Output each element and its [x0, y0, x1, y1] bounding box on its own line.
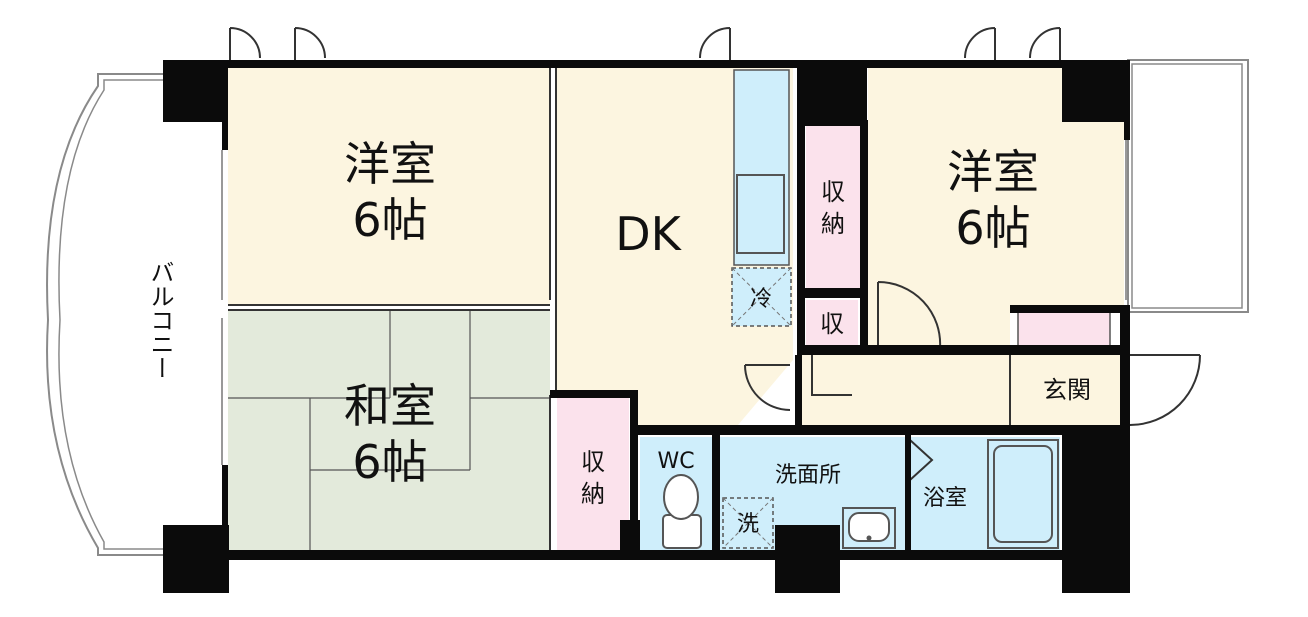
- fridge-space: [731, 267, 792, 327]
- japanese-closet-label-1: 収: [581, 448, 605, 476]
- balcony-left-inner: [58, 79, 163, 550]
- washer-icon: 洗: [737, 512, 759, 537]
- western-room-left-floor: [228, 68, 550, 305]
- toilet-bowl: [663, 474, 699, 520]
- wash-basin-bowl: [848, 512, 890, 542]
- doors: [229, 27, 1201, 483]
- dk-closet-label-1: 収: [821, 178, 845, 206]
- washer-diag-b: [722, 497, 774, 549]
- tatami-lines: [228, 310, 550, 550]
- dining-kitchen-label: DK: [615, 207, 682, 261]
- balcony-label: バルコニー: [146, 260, 174, 380]
- japanese-room-size: 6帖: [352, 435, 427, 489]
- japanese-closet-floor: [557, 398, 629, 550]
- western-room-right-name: 洋室: [947, 145, 1039, 199]
- balcony-left-outline: [46, 73, 163, 556]
- walls: [163, 60, 1130, 593]
- wash-basin-drain: [866, 535, 872, 541]
- western-room-left-name: 洋室: [344, 137, 436, 191]
- wc-label: WC: [657, 449, 694, 474]
- small-closet-floor: [806, 300, 858, 345]
- japanese-room-floor: [228, 310, 550, 550]
- dk-closet-floor: [806, 126, 860, 288]
- small-closet-label: 収: [820, 310, 844, 338]
- bathtub-inner: [993, 445, 1053, 543]
- western-room-right-floor: [868, 68, 1124, 348]
- dk-closet-label-2: 納: [821, 210, 845, 238]
- balcony-right-inner: [1131, 63, 1243, 309]
- entrance-label: 玄関: [1043, 376, 1091, 404]
- western-room-right-size: 6帖: [955, 201, 1030, 255]
- japanese-closet-label-2: 納: [581, 480, 605, 508]
- japanese-room-name: 和室: [344, 379, 436, 433]
- shoe-cabinet: [1017, 311, 1111, 351]
- bathroom-label: 浴室: [923, 486, 967, 511]
- kitchen-sink: [736, 174, 785, 254]
- washroom-label: 洗面所: [775, 463, 841, 488]
- fridge-icon: 冷: [750, 287, 772, 312]
- hallway-floor: [800, 355, 1124, 430]
- balcony-right-outline: [1127, 59, 1249, 313]
- western-room-left-size: 6帖: [352, 193, 427, 247]
